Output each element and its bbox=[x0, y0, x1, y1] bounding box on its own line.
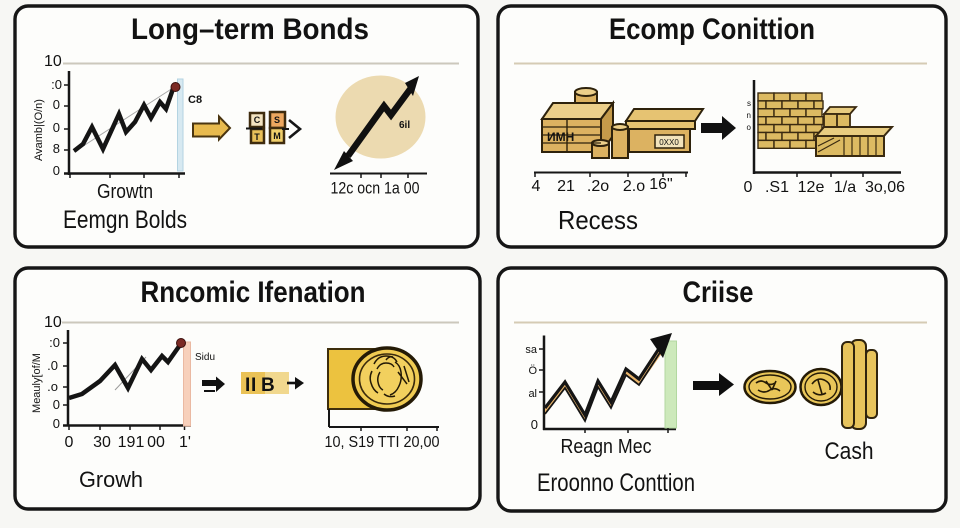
svg-text:Recess: Recess bbox=[558, 205, 638, 235]
svg-text:Avamb|(O/n): Avamb|(O/n) bbox=[33, 99, 45, 161]
svg-text:16": 16" bbox=[649, 176, 672, 193]
svg-text:Rncomic Ifenation: Rncomic Ifenation bbox=[141, 276, 366, 309]
svg-text:Eroonno Conttion: Eroonno Conttion bbox=[537, 469, 695, 497]
svg-text:C: C bbox=[254, 115, 261, 125]
svg-text:Growh: Growh bbox=[79, 467, 143, 492]
svg-text:10, S19 TTI 20,00: 10, S19 TTI 20,00 bbox=[325, 434, 440, 451]
svg-text::0: :0 bbox=[51, 77, 62, 92]
svg-text:T: T bbox=[254, 132, 260, 142]
svg-text:0XX0: 0XX0 bbox=[659, 138, 679, 147]
svg-text:S: S bbox=[274, 115, 280, 125]
svg-text:0: 0 bbox=[53, 416, 60, 431]
svg-text:1/a: 1/a bbox=[834, 179, 856, 196]
svg-text:o: o bbox=[747, 123, 752, 132]
svg-text:10: 10 bbox=[44, 314, 62, 331]
svg-text:0: 0 bbox=[53, 163, 60, 178]
svg-text:10: 10 bbox=[44, 53, 62, 70]
svg-text:12c ocn 1a 00: 12c ocn 1a 00 bbox=[331, 179, 420, 198]
svg-text:00: 00 bbox=[147, 434, 165, 451]
svg-text:0: 0 bbox=[53, 97, 60, 112]
svg-text:4: 4 bbox=[532, 178, 541, 195]
svg-text:3o,06: 3o,06 bbox=[865, 179, 905, 196]
svg-text:0: 0 bbox=[53, 120, 60, 135]
svg-text:.o: .o bbox=[47, 379, 58, 394]
svg-text:191: 191 bbox=[118, 434, 145, 451]
svg-text:12e: 12e bbox=[798, 179, 825, 196]
svg-text:0: 0 bbox=[65, 434, 74, 451]
svg-text:Reagn Mec: Reagn Mec bbox=[561, 436, 652, 458]
svg-text:Sidu: Sidu bbox=[195, 352, 215, 363]
svg-text:sa: sa bbox=[525, 344, 538, 356]
svg-text:Ö: Ö bbox=[528, 365, 537, 377]
svg-text:I: I bbox=[251, 375, 256, 396]
svg-text:Meauly[of/M: Meauly[of/M bbox=[31, 353, 43, 413]
svg-text:6il: 6il bbox=[399, 120, 410, 131]
svg-text:1': 1' bbox=[179, 434, 191, 451]
svg-text:Ecomp Conittion: Ecomp Conittion bbox=[609, 13, 815, 46]
svg-text:0: 0 bbox=[531, 417, 538, 432]
svg-text:.2o: .2o bbox=[587, 178, 609, 195]
svg-text:0: 0 bbox=[53, 397, 60, 412]
svg-text:0: 0 bbox=[744, 179, 753, 196]
svg-text:30: 30 bbox=[93, 434, 111, 451]
svg-text:Growtn: Growtn bbox=[97, 181, 153, 203]
svg-text:.0: .0 bbox=[47, 358, 58, 373]
svg-text:s: s bbox=[747, 99, 751, 108]
svg-text:8: 8 bbox=[53, 141, 60, 156]
svg-text:Cash: Cash bbox=[825, 438, 874, 465]
svg-text:n: n bbox=[747, 111, 751, 120]
svg-text:I: I bbox=[245, 375, 250, 396]
svg-text:C8: C8 bbox=[188, 94, 202, 106]
svg-text:ИМН: ИМН bbox=[547, 130, 574, 144]
svg-text:21: 21 bbox=[557, 178, 575, 195]
svg-text:M: M bbox=[273, 131, 281, 141]
svg-text::0: :0 bbox=[49, 335, 60, 350]
svg-text:B: B bbox=[261, 375, 275, 396]
svg-text:2.o: 2.o bbox=[623, 178, 645, 195]
svg-text:al: al bbox=[528, 388, 537, 400]
svg-text:.S1: .S1 bbox=[765, 179, 789, 196]
svg-text:Criise: Criise bbox=[683, 276, 754, 309]
svg-text:Long–term Bonds: Long–term Bonds bbox=[131, 13, 369, 46]
svg-text:Eemgn Bolds: Eemgn Bolds bbox=[63, 206, 187, 234]
